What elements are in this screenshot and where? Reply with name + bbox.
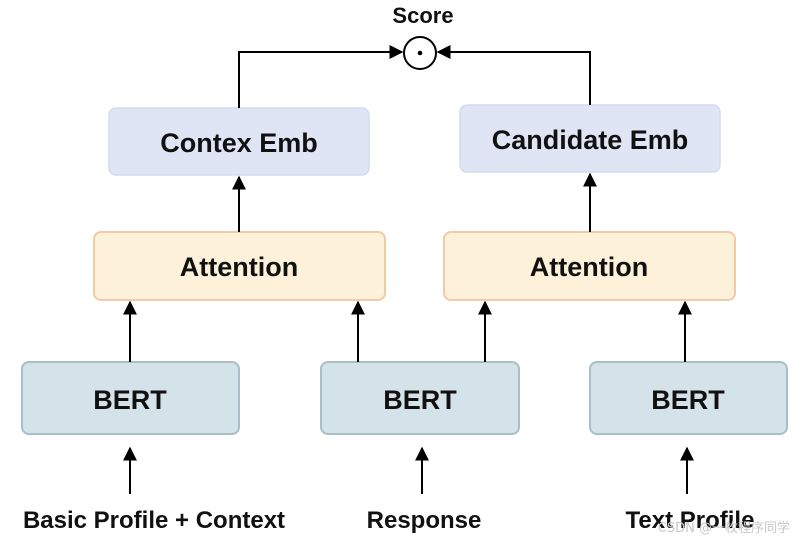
- candidate-embedding-label: Candidate Emb: [492, 125, 689, 155]
- right-bert-label: BERT: [651, 385, 725, 415]
- embedding-to-score-arrows: [238, 45, 591, 108]
- input-arrows: [123, 446, 694, 494]
- right-attention-label: Attention: [530, 252, 648, 282]
- left-bert-box: BERT: [21, 361, 240, 435]
- left-attention-box: Attention: [93, 231, 386, 301]
- attention-to-embedding-arrows: [232, 172, 597, 232]
- input-label-text-profile: Text Profile: [626, 507, 755, 534]
- left-attention-label: Attention: [180, 252, 298, 282]
- arrow-context-emb-to-score: [238, 45, 404, 108]
- right-attention-box: Attention: [443, 231, 736, 301]
- arrow-candidate-emb-to-score: [436, 45, 591, 105]
- csdn-watermark: CSDN @一枚程序同学: [658, 520, 790, 536]
- dot-product-operator: [403, 36, 437, 70]
- input-label-basic-profile-context: Basic Profile + Context: [23, 507, 285, 534]
- left-bert-label: BERT: [93, 385, 167, 415]
- candidate-embedding-box: Candidate Emb: [459, 104, 721, 173]
- dot-operator-icon: [417, 50, 423, 56]
- middle-bert-box: BERT: [320, 361, 520, 435]
- bert-to-attention-arrows: [123, 300, 692, 362]
- input-label-response: Response: [367, 507, 482, 534]
- score-label: Score: [392, 3, 453, 28]
- context-embedding-label: Contex Emb: [160, 128, 318, 158]
- right-bert-box: BERT: [589, 361, 788, 435]
- context-embedding-box: Contex Emb: [108, 107, 370, 176]
- middle-bert-label: BERT: [383, 385, 457, 415]
